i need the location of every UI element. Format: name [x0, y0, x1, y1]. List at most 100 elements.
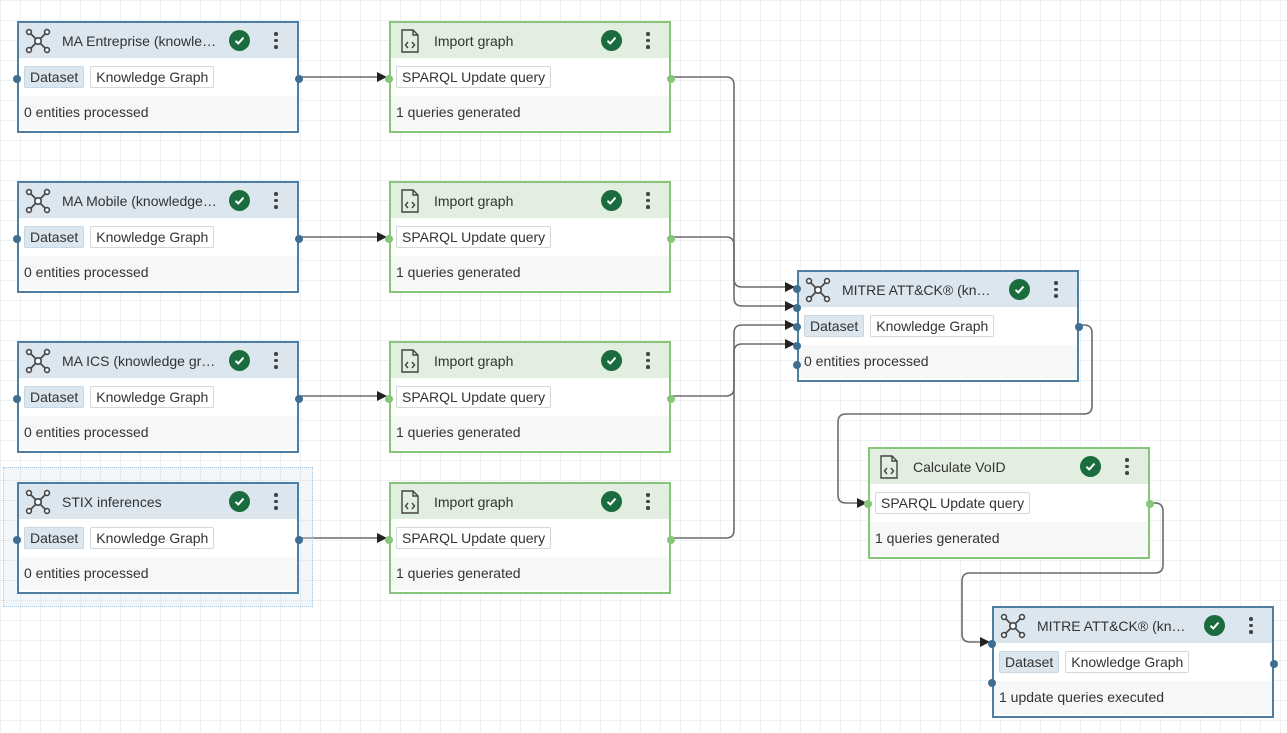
output-port[interactable] [295, 235, 303, 243]
node-status-text: 1 update queries executed [994, 681, 1272, 714]
node-title: MITRE ATT&CK® (knowledge graph) [842, 281, 998, 298]
success-check-icon [229, 491, 250, 512]
input-port[interactable] [385, 75, 393, 83]
more-vertical-icon[interactable] [1049, 279, 1063, 300]
more-vertical-icon[interactable] [269, 190, 283, 211]
output-port[interactable] [667, 395, 675, 403]
node-header[interactable]: Import graph [391, 343, 669, 378]
knowledge-graph-icon [1000, 613, 1026, 638]
tag-dataset: Dataset [24, 527, 85, 549]
node-import-graph-3[interactable]: Import graph SPARQL Update query 1 queri… [385, 341, 675, 453]
node-header[interactable]: MA Entreprise (knowledge graph) [19, 23, 297, 58]
success-check-icon [229, 190, 250, 211]
output-port[interactable] [295, 75, 303, 83]
input-port[interactable] [793, 285, 801, 293]
node-ma-enterprise[interactable]: MA Entreprise (knowledge graph) Dataset … [13, 21, 303, 133]
success-check-icon [1080, 456, 1101, 477]
node-header[interactable]: MA ICS (knowledge graph) [19, 343, 297, 378]
output-port[interactable] [295, 536, 303, 544]
node-header[interactable]: Import graph [391, 484, 669, 519]
success-check-icon [1204, 615, 1225, 636]
knowledge-graph-icon [805, 277, 831, 302]
node-import-graph-2[interactable]: Import graph SPARQL Update query 1 queri… [385, 181, 675, 293]
node-title: STIX inferences [62, 493, 162, 510]
input-port[interactable] [793, 361, 801, 369]
node-header[interactable]: Import graph [391, 183, 669, 218]
edge-import3-to-mitre [672, 320, 795, 397]
more-vertical-icon[interactable] [269, 30, 283, 51]
input-port[interactable] [793, 304, 801, 312]
node-header[interactable]: Calculate VoID [870, 449, 1148, 484]
input-port[interactable] [864, 500, 872, 508]
input-port[interactable] [793, 342, 801, 350]
more-vertical-icon[interactable] [641, 190, 655, 211]
node-title: Import graph [434, 192, 514, 209]
node-title: MA Entreprise (knowledge graph) [62, 32, 218, 49]
output-port[interactable] [667, 235, 675, 243]
tag-sparql-update: SPARQL Update query [396, 527, 552, 549]
node-header[interactable]: MITRE ATT&CK® (knowledge graph) [799, 272, 1077, 307]
knowledge-graph-icon [25, 188, 51, 213]
output-port[interactable] [1146, 500, 1154, 508]
node-ma-ics[interactable]: MA ICS (knowledge graph) Dataset Knowled… [13, 341, 303, 453]
more-vertical-icon[interactable] [641, 30, 655, 51]
node-status-text: 0 entities processed [19, 557, 297, 590]
node-stix-inferences[interactable]: STIX inferences Dataset Knowledge Graph … [13, 482, 303, 594]
node-title: Import graph [434, 352, 514, 369]
tag-dataset: Dataset [24, 226, 85, 248]
node-import-graph-4[interactable]: Import graph SPARQL Update query 1 queri… [385, 482, 675, 594]
input-port[interactable] [385, 536, 393, 544]
more-vertical-icon[interactable] [1244, 615, 1258, 636]
input-port[interactable] [988, 640, 996, 648]
node-tags: Dataset Knowledge Graph [19, 378, 297, 416]
output-port[interactable] [1075, 323, 1083, 331]
input-port[interactable] [793, 323, 801, 331]
node-status-text: 1 queries generated [391, 96, 669, 129]
more-vertical-icon[interactable] [641, 350, 655, 371]
tag-knowledge-graph: Knowledge Graph [1065, 651, 1190, 673]
tag-sparql-update: SPARQL Update query [396, 66, 552, 88]
node-header[interactable]: MA Mobile (knowledge graph) [19, 183, 297, 218]
output-port[interactable] [1270, 660, 1278, 668]
node-import-graph-1[interactable]: Import graph SPARQL Update query 1 queri… [385, 21, 675, 133]
input-port[interactable] [13, 536, 21, 544]
input-port[interactable] [13, 75, 21, 83]
node-title: MITRE ATT&CK® (knowledge graph) [1037, 617, 1193, 634]
node-ma-mobile[interactable]: MA Mobile (knowledge graph) Dataset Know… [13, 181, 303, 293]
output-port[interactable] [667, 75, 675, 83]
node-header[interactable]: STIX inferences [19, 484, 297, 519]
tag-knowledge-graph: Knowledge Graph [90, 527, 215, 549]
edge-import1-to-mitre [672, 76, 795, 292]
input-port[interactable] [385, 235, 393, 243]
success-check-icon [229, 350, 250, 371]
node-status-text: 0 entities processed [19, 96, 297, 129]
input-port[interactable] [988, 679, 996, 687]
more-vertical-icon[interactable] [641, 491, 655, 512]
output-port[interactable] [667, 536, 675, 544]
node-tags: Dataset Knowledge Graph [19, 218, 297, 256]
more-vertical-icon[interactable] [269, 350, 283, 371]
node-status-text: 1 queries generated [391, 557, 669, 590]
node-tags: Dataset Knowledge Graph [19, 58, 297, 96]
success-check-icon [1009, 279, 1030, 300]
input-port[interactable] [13, 235, 21, 243]
input-port[interactable] [385, 395, 393, 403]
tag-dataset: Dataset [24, 386, 85, 408]
sparql-file-icon [401, 348, 419, 373]
tag-knowledge-graph: Knowledge Graph [90, 226, 215, 248]
node-mitre-attack-2[interactable]: MITRE ATT&CK® (knowledge graph) Dataset … [988, 606, 1278, 718]
node-title: MA ICS (knowledge graph) [62, 352, 218, 369]
more-vertical-icon[interactable] [1120, 456, 1134, 477]
node-status-text: 1 queries generated [391, 416, 669, 449]
node-tags: Dataset Knowledge Graph [19, 519, 297, 557]
node-header[interactable]: MITRE ATT&CK® (knowledge graph) [994, 608, 1272, 643]
more-vertical-icon[interactable] [269, 491, 283, 512]
node-calculate-void[interactable]: Calculate VoID SPARQL Update query 1 que… [864, 447, 1154, 559]
node-header[interactable]: Import graph [391, 23, 669, 58]
tag-sparql-update: SPARQL Update query [875, 492, 1031, 514]
node-tags: SPARQL Update query [391, 218, 669, 256]
output-port[interactable] [295, 395, 303, 403]
edge-import2-to-mitre [672, 236, 795, 311]
node-mitre-attack-1[interactable]: MITRE ATT&CK® (knowledge graph) Dataset … [793, 270, 1083, 382]
input-port[interactable] [13, 395, 21, 403]
